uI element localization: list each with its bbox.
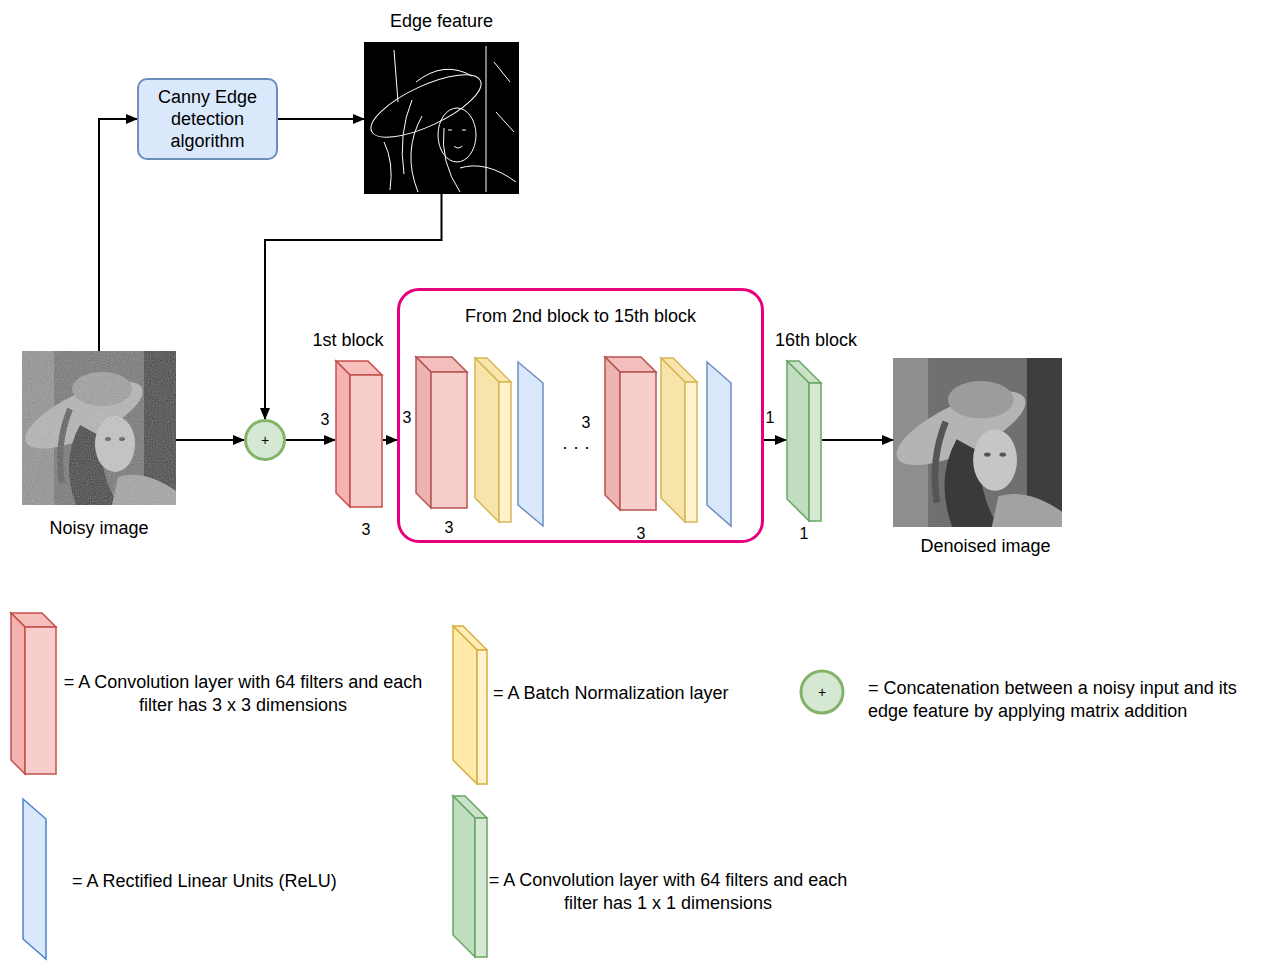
caption: 16th block [775, 329, 857, 351]
dimension-label: 1 [800, 524, 809, 543]
legend-swatch [22, 798, 47, 960]
batchnorm-layer [475, 358, 511, 522]
block-shape [23, 799, 46, 959]
block-face [453, 796, 487, 818]
image-panel: Denoised image [893, 358, 1062, 527]
block-shape [11, 613, 56, 774]
block-face [453, 796, 475, 957]
arrow-connector [176, 439, 244, 441]
block-shape [453, 796, 487, 957]
photo [17, 351, 176, 505]
block-face [11, 613, 56, 627]
box-label: Canny Edge detection algorithm [150, 86, 266, 152]
circle-shape [246, 421, 285, 460]
caption: Denoised image [920, 535, 1050, 557]
legend-text: = Concatenation between a noisy input an… [868, 677, 1260, 723]
process-box: Canny Edge detection algorithm [137, 78, 278, 160]
arrow-connector [822, 439, 893, 441]
denoised-photo [887, 358, 1062, 527]
dimension-label: 3 [445, 518, 454, 537]
dimension-label: 3 [582, 413, 591, 432]
block-face [453, 626, 477, 784]
edge-lines [363, 46, 516, 192]
block-face [25, 627, 56, 774]
legend-swatch [10, 612, 57, 775]
edge-background [364, 42, 519, 194]
dimension-label: 1 [766, 408, 775, 427]
legend-text: = A Rectified Linear Units (ReLU) [72, 870, 337, 893]
legend-swatch [452, 795, 488, 958]
operator-symbol: + [261, 432, 269, 448]
operator-symbol: + [818, 684, 826, 701]
relu-layer [518, 362, 543, 526]
block-face [336, 361, 382, 375]
caption: 1st block [312, 329, 383, 351]
legend-text: = A Convolution layer with 64 filters an… [485, 869, 851, 915]
block-face [11, 613, 25, 774]
block-group: From 2nd block to 15th block [397, 288, 764, 543]
block-face [23, 799, 46, 959]
group-title: From 2nd block to 15th block [400, 305, 761, 327]
block-outline [335, 360, 383, 508]
arrow-connector [278, 118, 364, 120]
conv-block: 1st block [335, 360, 383, 508]
block-outline [786, 360, 822, 522]
dimension-label: 3 [637, 524, 646, 543]
concat-symbol [801, 671, 843, 713]
block-face [809, 383, 821, 521]
block-face [787, 361, 809, 521]
dimension-label: 3 [321, 410, 330, 429]
arrow-connector [99, 119, 137, 351]
block-face [453, 626, 487, 650]
photo [887, 358, 1062, 527]
arrow-connector [383, 439, 397, 441]
block-face [477, 650, 487, 784]
block-face [350, 375, 382, 507]
conv-block: 16th block [786, 360, 822, 522]
caption: Noisy image [49, 517, 148, 539]
conv-layer [416, 357, 467, 508]
legend-text: = A Convolution layer with 64 filters an… [60, 671, 426, 717]
block-face [787, 361, 821, 383]
relu-layer [707, 362, 731, 526]
arrow-connector [764, 439, 786, 441]
image-panel: Edge feature [364, 42, 519, 194]
conv-layer [605, 357, 656, 510]
edge-map [363, 42, 519, 194]
dimension-label: · · · [562, 437, 590, 459]
block-face [336, 361, 350, 507]
legend-swatch [452, 625, 488, 785]
block-shape [336, 361, 382, 507]
concat-circle: + [244, 419, 286, 461]
batchnorm-layer [661, 358, 697, 522]
image-panel: Noisy image [22, 351, 176, 505]
legend-text: = A Batch Normalization layer [493, 682, 729, 705]
dimension-label: 3 [403, 408, 412, 427]
caption: Edge feature [390, 10, 493, 32]
dimension-label: 3 [362, 520, 371, 539]
block-shape [787, 361, 821, 521]
block-face [475, 818, 487, 957]
arrow-connector [286, 439, 335, 441]
arrow-connector [265, 194, 442, 419]
circle-outline [244, 419, 286, 461]
noisy-photo [17, 351, 176, 505]
block-shape [453, 626, 487, 784]
block-layers [416, 357, 731, 526]
noise-texture [22, 351, 176, 505]
